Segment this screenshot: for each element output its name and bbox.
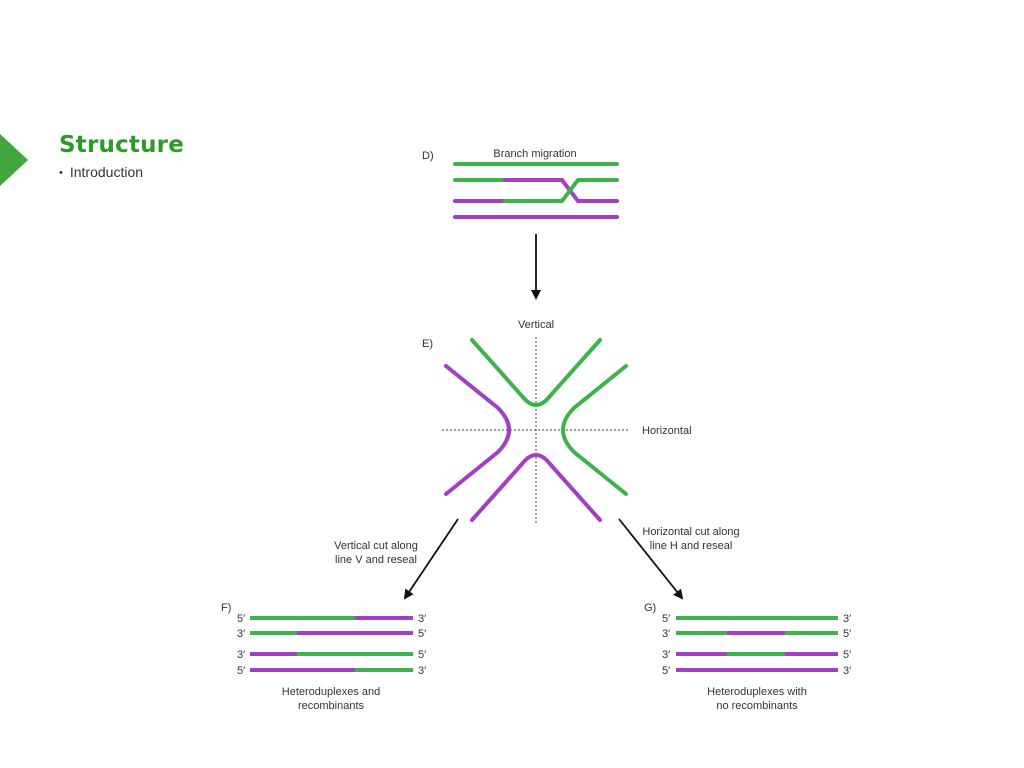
- panel-f-caption-2: recombinants: [298, 700, 365, 712]
- f-strand-1-right: 3′: [418, 613, 426, 625]
- arrow-e-to-f: [403, 518, 459, 600]
- f-strand-2-left: 3′: [237, 628, 245, 640]
- bullet-item: • Introduction: [59, 164, 143, 180]
- junction-right-green: [561, 364, 628, 496]
- g-strand-4-left: 5′: [662, 665, 670, 677]
- panel-e-label: E): [422, 338, 433, 350]
- f-strand-4-right: 3′: [418, 665, 426, 677]
- g-strand-4-right: 3′: [843, 665, 851, 677]
- left-arrow-caption-1: Vertical cut along: [334, 540, 418, 552]
- arrow-e-to-g: [618, 518, 684, 600]
- g-strand-1-left: 5′: [662, 613, 670, 625]
- g-strand-2-left: 3′: [662, 628, 670, 640]
- right-arrow-caption-1: Horizontal cut along: [642, 526, 739, 538]
- panel-f: F) 5′ 3′ 3′ 5′ 3′ 5′ 5′ 3′ Heteroduplexe…: [221, 602, 426, 712]
- junction-top-green: [470, 338, 602, 407]
- g-strand-2-right: 5′: [843, 628, 851, 640]
- panel-g-caption-2: no recombinants: [716, 700, 798, 712]
- slide-title: Structure: [59, 132, 185, 158]
- g-strand-3-right: 5′: [843, 649, 851, 661]
- panel-g: G) 5′ 3′ 3′ 5′ 3′ 5′ 5′ 3′ Heteroduplexe…: [644, 602, 851, 712]
- panel-f-label: F): [221, 602, 231, 614]
- strand-d2-purple: [503, 178, 619, 203]
- vertical-axis-label: Vertical: [518, 319, 554, 331]
- panel-d-caption: Branch migration: [493, 148, 576, 160]
- f-strand-4-left: 5′: [237, 665, 245, 677]
- panel-f-caption-1: Heteroduplexes and: [282, 686, 380, 698]
- panel-d: D) Branch migration: [422, 148, 619, 219]
- panel-g-caption-1: Heteroduplexes with: [707, 686, 807, 698]
- g-strand-3-left: 3′: [662, 649, 670, 661]
- panel-g-label: G): [644, 602, 656, 614]
- junction-bottom-purple: [470, 453, 602, 522]
- strand-d3-green: [503, 178, 619, 203]
- f-strand-3-left: 3′: [237, 649, 245, 661]
- f-strand-3-right: 5′: [418, 649, 426, 661]
- horizontal-axis-label: Horizontal: [642, 425, 692, 437]
- right-arrow-caption-2: line H and reseal: [650, 540, 733, 552]
- bullet-text: Introduction: [69, 164, 144, 180]
- bullet-dot: •: [59, 167, 63, 179]
- left-arrow-caption-2: line V and reseal: [335, 554, 417, 566]
- g-strand-1-right: 3′: [843, 613, 851, 625]
- f-strand-2-right: 5′: [418, 628, 426, 640]
- f-strand-1-left: 5′: [237, 613, 245, 625]
- arrow-marker-icon: [0, 134, 28, 186]
- junction-left-purple: [444, 364, 511, 496]
- panel-d-label: D): [422, 150, 434, 162]
- panel-e: E) Vertical Horizontal: [422, 319, 692, 525]
